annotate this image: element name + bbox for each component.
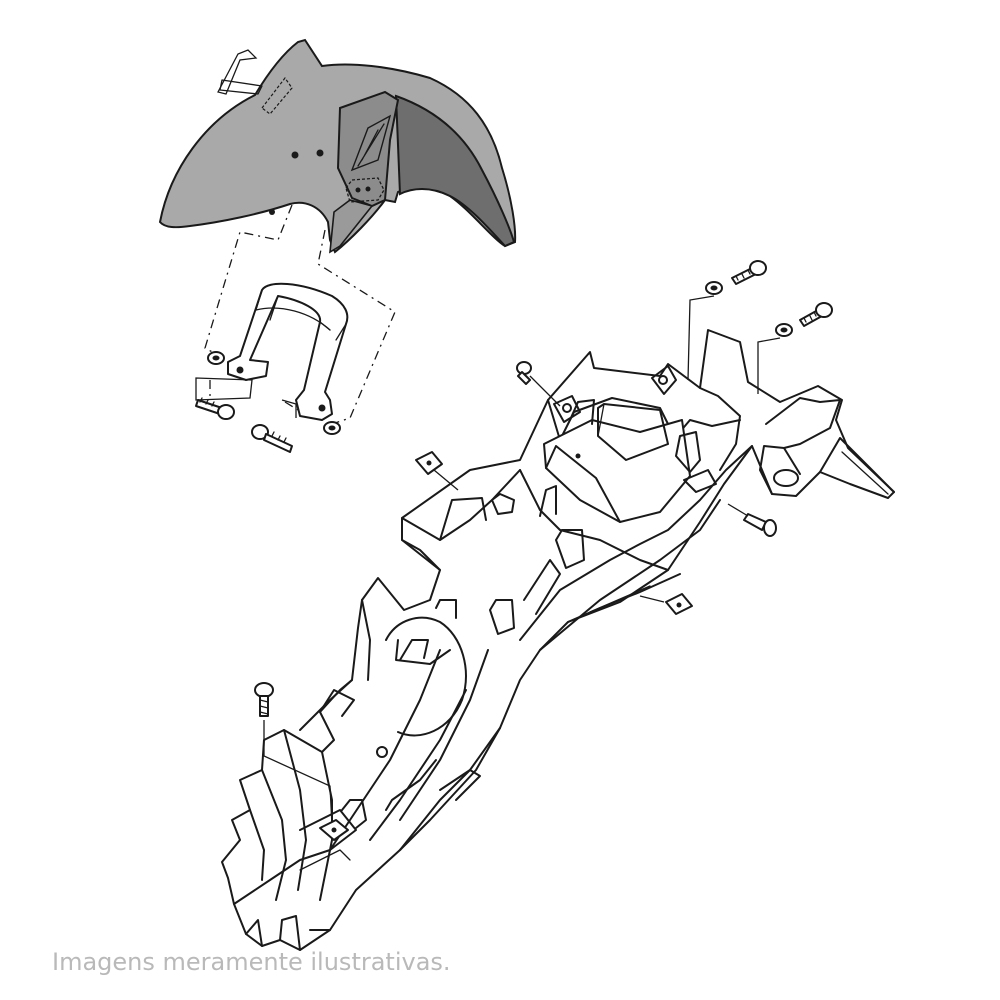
rivet [743, 513, 777, 537]
battery-tray [543, 419, 691, 523]
bottom-bolt [254, 682, 274, 717]
brace-bolt [195, 397, 235, 420]
fender-brace [227, 282, 349, 421]
front-fender-left-tab [329, 199, 374, 254]
brace-washer [207, 351, 225, 365]
rear-fender [221, 329, 895, 951]
washer [705, 281, 723, 295]
front-fender [158, 38, 517, 254]
rear-fender-hole [376, 746, 388, 758]
brace-washer [323, 421, 341, 435]
fender-mount-hole [316, 149, 324, 157]
brace-bolt-hole [318, 404, 326, 412]
fender-mount-hole [291, 151, 299, 159]
front-fender-sticker [345, 177, 385, 203]
assembly-guide-lines [204, 204, 396, 425]
fender-emblem [217, 49, 258, 95]
bolt [799, 302, 833, 327]
washer [775, 323, 793, 337]
bolt [731, 260, 767, 285]
rear-fender-body [221, 329, 895, 951]
clip-nut [415, 451, 443, 475]
illustrative-caption: Imagens meramente ilustrativas. [52, 948, 451, 976]
screw-top [516, 361, 532, 385]
clip-nut [665, 593, 693, 615]
tail-light-socket [773, 469, 799, 487]
brace-bolt-hole [236, 366, 244, 374]
fender-mount-hole [269, 209, 275, 215]
brace-bolt [251, 424, 293, 453]
front-fender-inner [394, 94, 516, 248]
bottom-clip-nut [319, 819, 349, 841]
